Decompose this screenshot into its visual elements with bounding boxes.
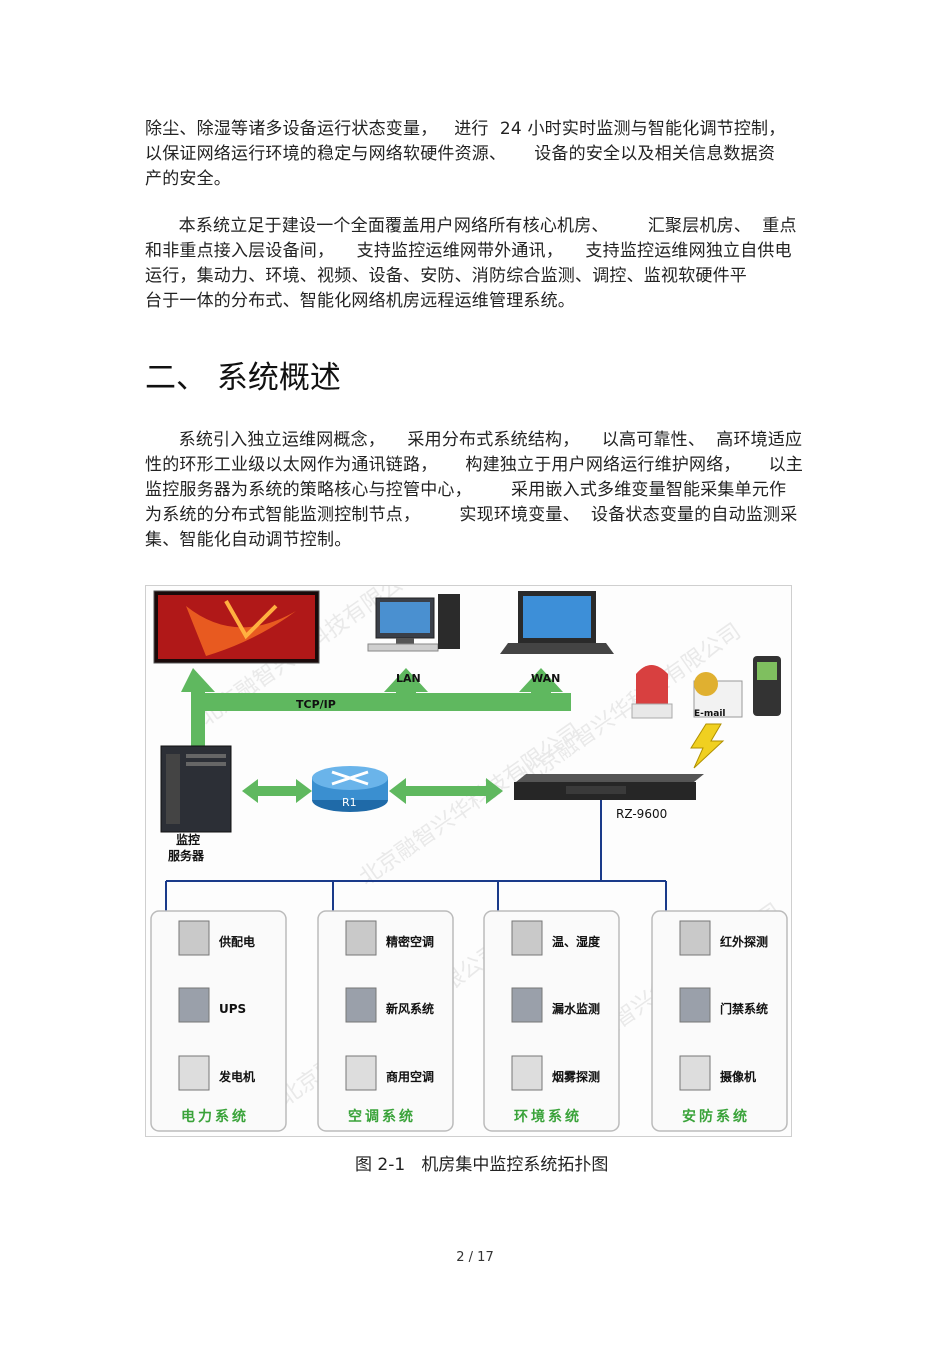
- device-icon: [511, 1055, 543, 1091]
- section-heading: 二、 系统概述: [145, 360, 341, 396]
- figure-caption: 图 2-1 机房集中监控系统拓扑图: [355, 1155, 609, 1175]
- router-label: R1: [342, 796, 357, 809]
- desktop-pc-icon: [367, 594, 460, 652]
- subsystem-item-label: 发电机: [218, 1069, 255, 1084]
- subsystem-item-label: UPS: [219, 1002, 246, 1016]
- device-icon: [679, 987, 711, 1023]
- device-icon: [178, 1055, 210, 1091]
- device-icon: [345, 920, 377, 956]
- subsystem-item-label: 精密空调: [386, 934, 434, 949]
- paragraph-3-line-1: 系统引入独立运维网概念， 采用分布式系统结构， 以高可靠性、 高环境适应: [145, 430, 803, 450]
- topology-diagram: 北京融智兴华科技有限公司 北京融智兴华科技有限公司 北京融智兴华科技有限公司 北…: [150, 559, 788, 1132]
- tcpip-label: TCP/IP: [296, 698, 336, 711]
- device-icon: [345, 1055, 377, 1091]
- paragraph-3-line-3: 监控服务器为系统的策略核心与控管中心， 采用嵌入式多维变量智能采集单元作: [145, 480, 787, 500]
- subsystem-item-label: 温、湿度: [552, 934, 601, 949]
- server-label-line2: 服务器: [168, 848, 205, 863]
- subsystem-item-label: 红外探测: [720, 934, 768, 949]
- server-icon: [160, 745, 232, 833]
- wan-label: WAN: [531, 672, 560, 685]
- device-icon: [511, 920, 543, 956]
- subsystem-group-title: 环境系统: [514, 1108, 582, 1125]
- device-icon: [178, 987, 210, 1023]
- paragraph-2-line-3: 运行，集动力、环境、视频、设备、安防、消防综合监测、调控、监视软硬件平: [145, 266, 747, 286]
- paragraph-1-line-2: 以保证网络运行环境的稳定与网络软硬件资源、 设备的安全以及相关信息数据资: [145, 144, 776, 164]
- device-icon: [345, 987, 377, 1023]
- lan-label: LAN: [396, 672, 421, 685]
- paragraph-2-line-2: 和非重点接入层设备间， 支持监控运维网带外通讯， 支持监控运维网独立自供电: [145, 241, 792, 261]
- paragraph-3-line-5: 集、智能化自动调节控制。: [145, 530, 352, 550]
- subsystem-group-title: 电力系统: [181, 1108, 249, 1125]
- email-label: E-mail: [694, 709, 726, 719]
- device-icon: [178, 920, 210, 956]
- lightning-icon: [690, 723, 725, 769]
- subsystem-item-label: 商用空调: [386, 1069, 434, 1084]
- rack-device-icon: [514, 774, 704, 800]
- mobile-phone-icon: [753, 656, 781, 716]
- router-icon: [312, 766, 388, 812]
- email-icon: E-mail: [693, 672, 743, 719]
- page-number: 2 / 17: [456, 1250, 494, 1265]
- paragraph-1-line-3: 产的安全。: [145, 169, 231, 189]
- subsystem-item-label: 漏水监测: [552, 1001, 600, 1016]
- device-icon: [511, 987, 543, 1023]
- subsystem-group-title: 安防系统: [682, 1108, 750, 1125]
- paragraph-3-line-2: 性的环形工业级以太网作为通讯链路， 构建独立于用户网络运行维护网络， 以主: [145, 455, 804, 475]
- paragraph-2-line-4: 台于一体的分布式、智能化网络机房远程运维管理系统。: [145, 291, 575, 311]
- subsystem-group-title: 空调系统: [348, 1108, 416, 1125]
- device-label: RZ-9600: [616, 807, 667, 821]
- network-bus: [181, 668, 571, 804]
- subsystem-item-label: 摄像机: [720, 1069, 756, 1084]
- subsystem-item-label: 烟雾探测: [552, 1069, 600, 1084]
- paragraph-2-line-1: 本系统立足于建设一个全面覆盖用户网络所有核心机房、 汇聚层机房、 重点: [145, 216, 797, 236]
- server-label-line1: 监控: [176, 832, 200, 847]
- subsystem-item-label: 新风系统: [386, 1001, 434, 1016]
- display-screen-icon: [153, 590, 320, 664]
- subsystem-item-label: 门禁系统: [720, 1001, 768, 1016]
- alarm-light-icon: [631, 665, 673, 719]
- paragraph-1-line-1: 除尘、除湿等诸多设备运行状态变量， 进行 24 小时实时监测与智能化调节控制，: [145, 119, 786, 139]
- paragraph-3-line-4: 为系统的分布式智能监测控制节点， 实现环境变量、 设备状态变量的自动监测采: [145, 505, 798, 525]
- laptop-icon: [500, 591, 614, 654]
- subsystem-item-label: 供配电: [218, 934, 255, 949]
- topology-figure: 北京融智兴华科技有限公司 北京融智兴华科技有限公司 北京融智兴华科技有限公司 北…: [145, 559, 792, 1137]
- device-icon: [679, 1055, 711, 1091]
- device-icon: [679, 920, 711, 956]
